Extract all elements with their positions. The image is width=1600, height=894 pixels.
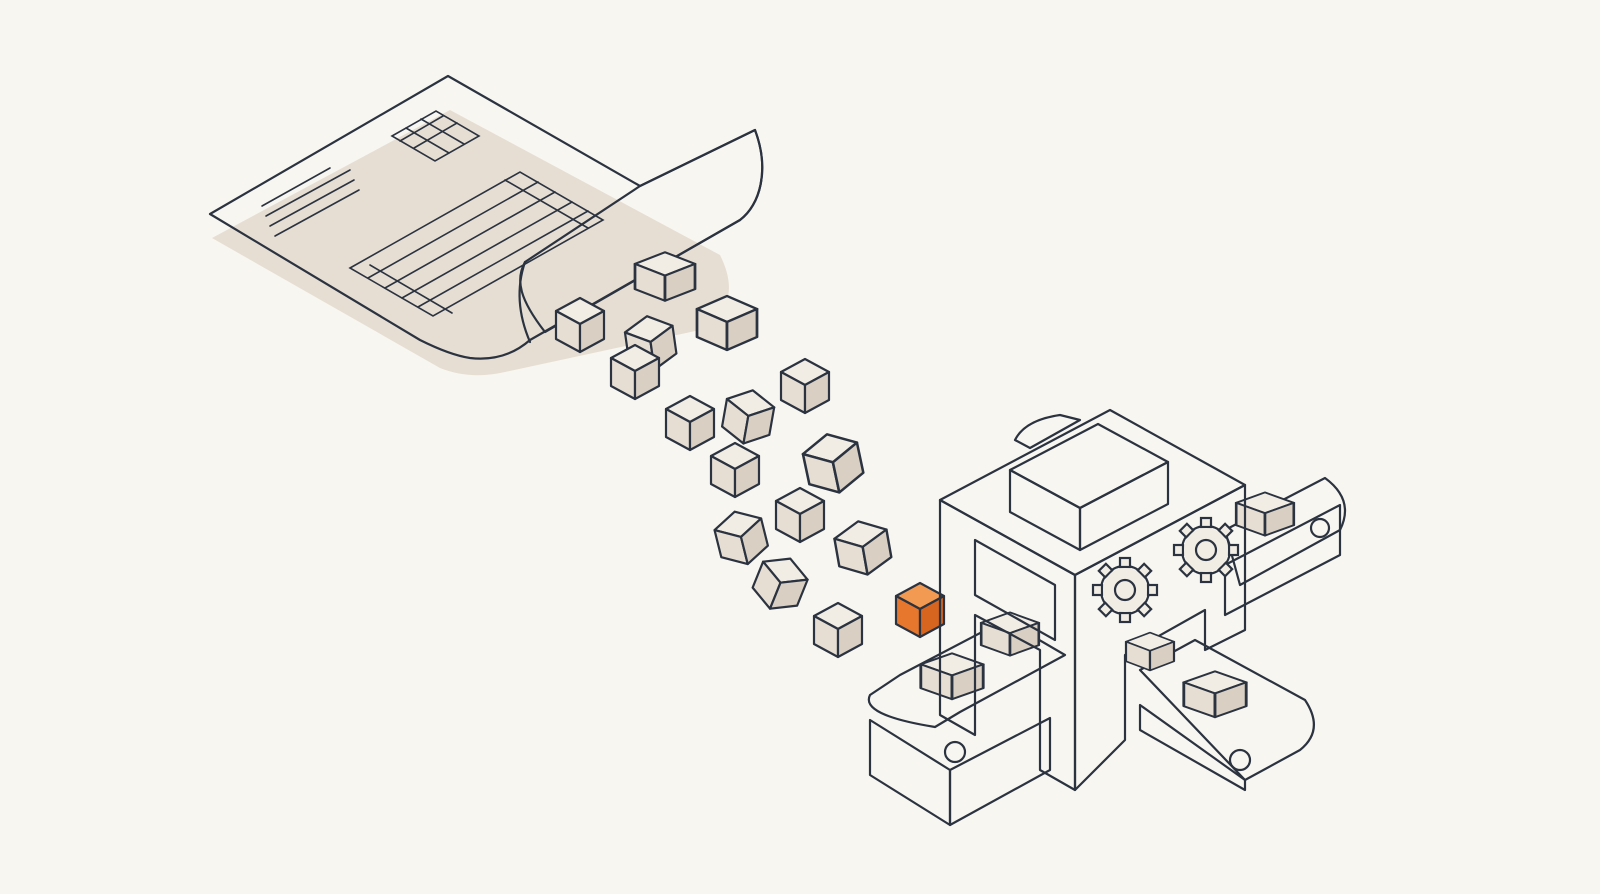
- document-grid: [390, 110, 481, 162]
- machine-right-face: [1073, 483, 1247, 792]
- gear-icon: [1091, 556, 1159, 624]
- conveyor-belt-icon: [1124, 631, 1315, 792]
- document-table: [348, 171, 605, 317]
- conveyor-belt-icon: [867, 611, 1067, 827]
- processing-machine-icon: [867, 408, 1347, 827]
- highlighted-block-icon: [894, 581, 946, 639]
- document-curl-edge: [518, 260, 532, 344]
- machine-tunnel: [973, 538, 1057, 642]
- data-block-icon: [609, 343, 661, 401]
- data-block-icon: [664, 394, 716, 452]
- gear-icon: [1172, 516, 1240, 584]
- machine-top-face: [938, 408, 1247, 577]
- data-block-icon: [709, 441, 761, 499]
- conveyor-belt-icon: [1223, 476, 1347, 617]
- data-block-icon: [774, 486, 826, 544]
- data-block-icon: [695, 294, 759, 352]
- data-block-icon: [633, 250, 697, 303]
- data-block-icon: [554, 296, 606, 354]
- data-block-icon: [779, 357, 831, 415]
- document-text-lines: [261, 167, 360, 237]
- data-block-icon: [812, 601, 864, 659]
- machine-top-box: [1008, 413, 1170, 552]
